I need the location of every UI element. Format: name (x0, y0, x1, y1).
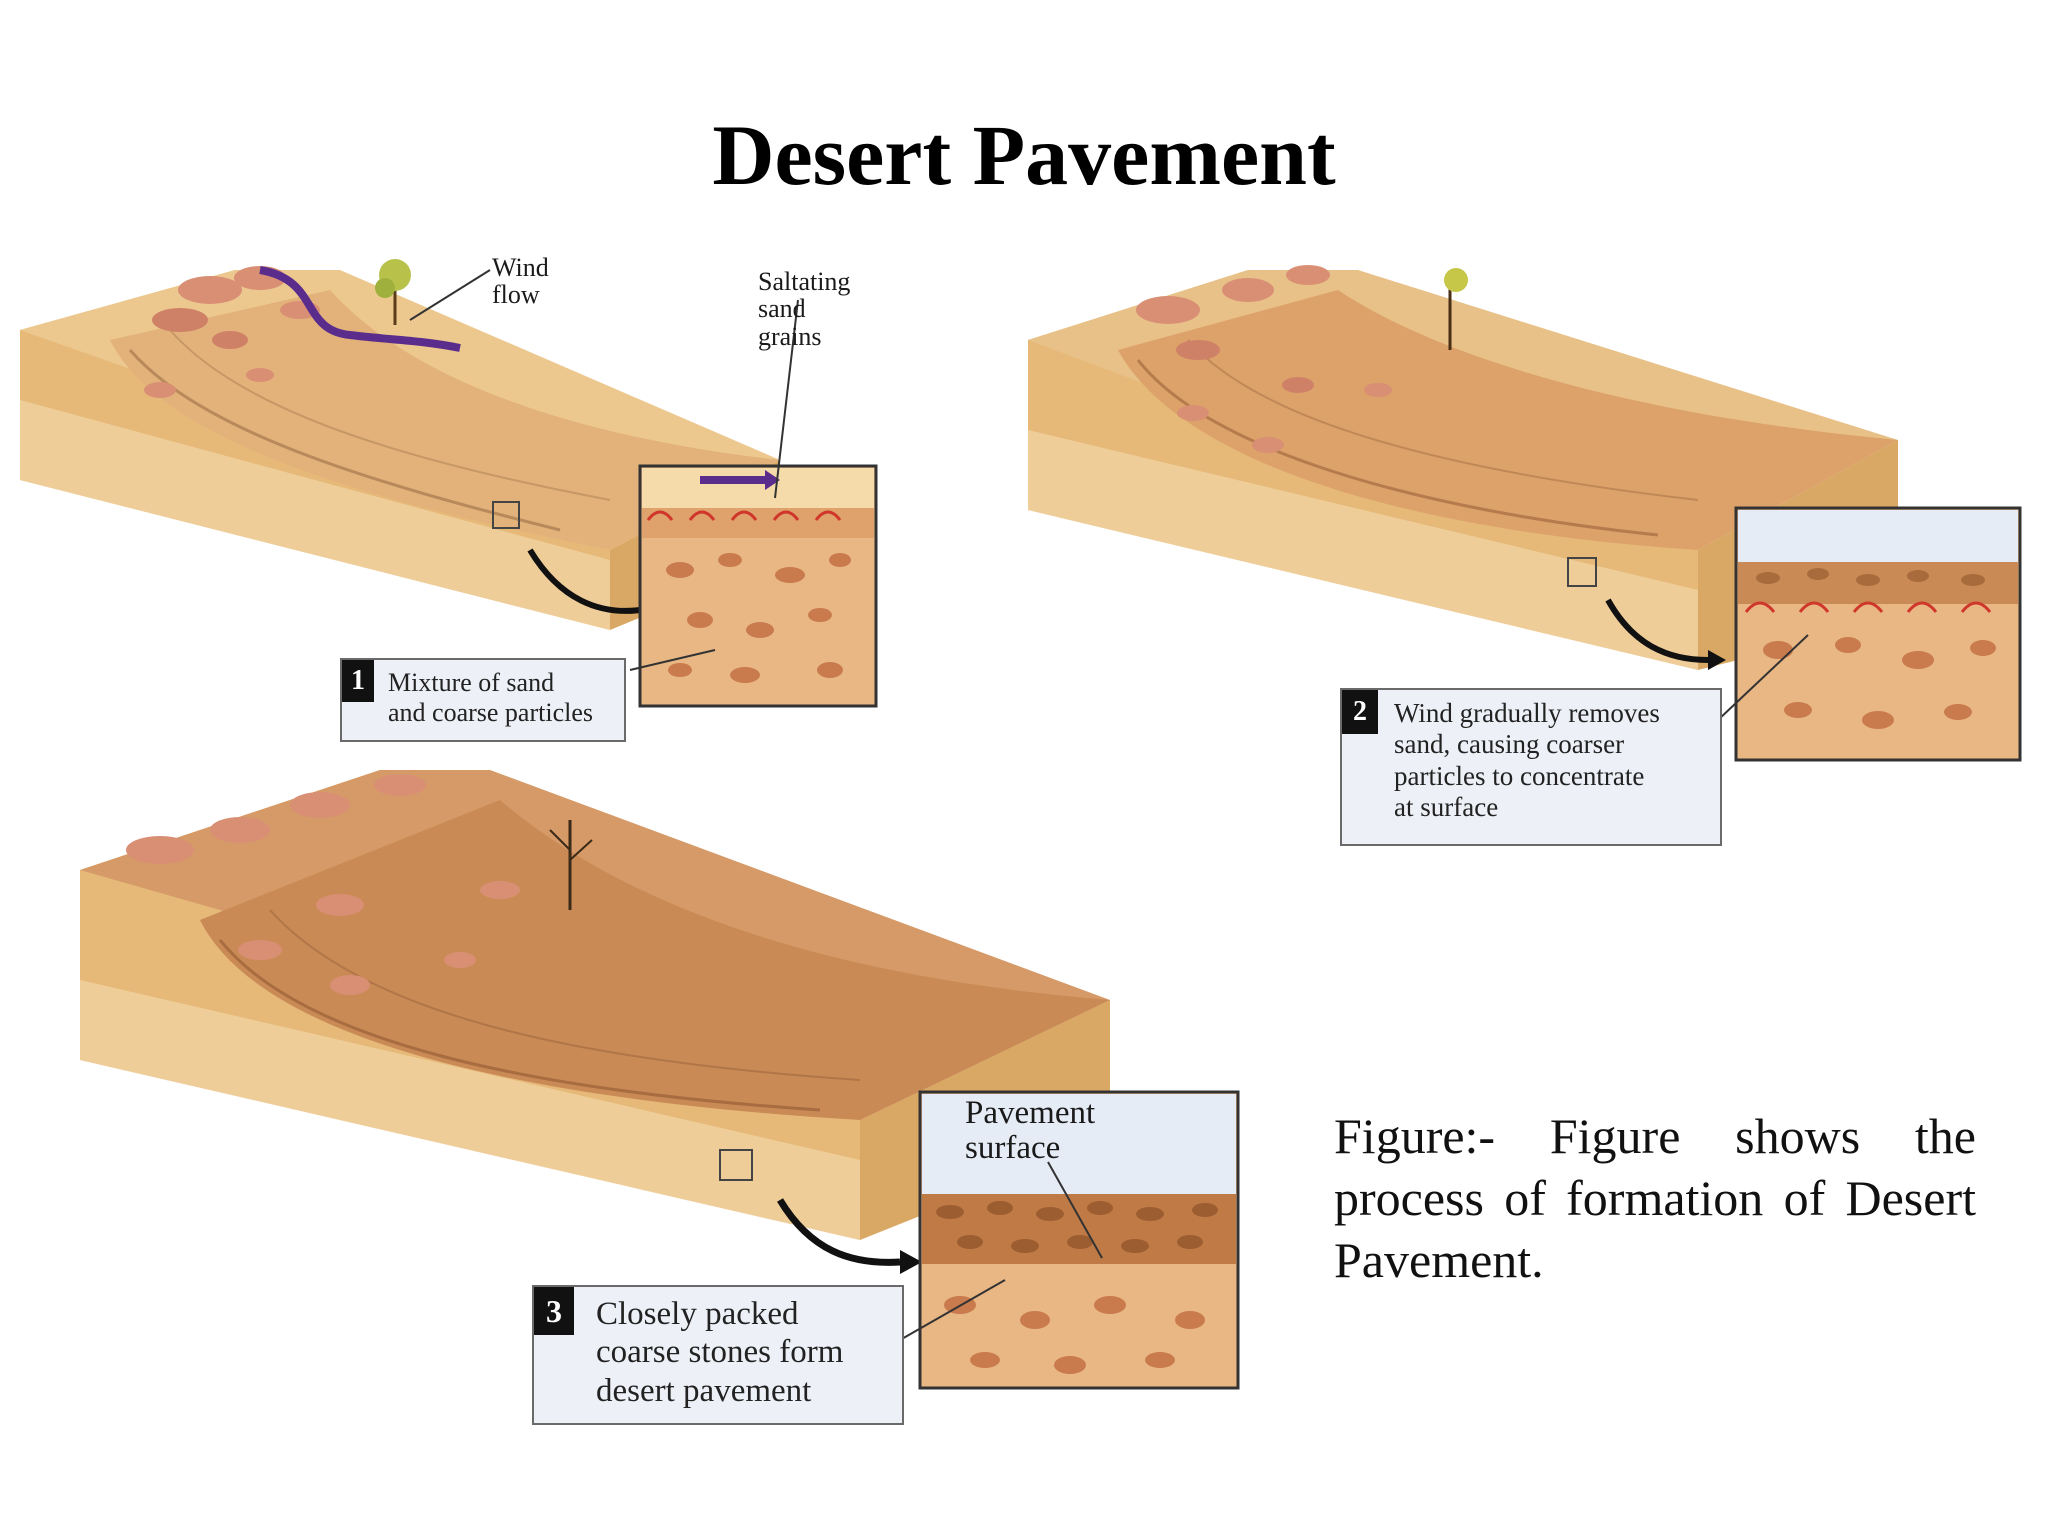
saltating-sand-grains-label: Saltating sand grains (758, 267, 851, 351)
step-1-caption-box: 1 Mixture of sand and coarse particles (340, 658, 626, 742)
page-title: Desert Pavement (712, 107, 1336, 203)
block-diagram-1 (20, 259, 878, 708)
step-3-caption-box: 3 Closely packed coarse stones form dese… (532, 1285, 904, 1425)
step-2-number: 2 (1342, 690, 1378, 734)
step-3-number: 3 (534, 1287, 574, 1335)
block-diagram-2 (1028, 265, 2022, 762)
step-1-caption: Mixture of sand and coarse particles (388, 668, 594, 728)
wind-flow-label: Wind flow (492, 253, 549, 310)
panel-step-2: 2 Wind gradually removes sand, causing c… (1018, 250, 2038, 850)
step-2-caption-box: 2 Wind gradually removes sand, causing c… (1340, 688, 1722, 846)
step-2-caption: Wind gradually removes sand, causing coa… (1394, 698, 1660, 822)
panel-step-3: Pavement surface 3 Closely packed coarse… (40, 760, 1300, 1450)
figure-caption: Figure:- Figure shows the process of for… (1334, 1108, 1976, 1288)
block-diagram-3 (80, 770, 1240, 1390)
step-3-caption: Closely packed coarse stones form desert… (596, 1296, 844, 1409)
panel-step-1: Wind flow Saltating sand grains 1 Mixtur… (0, 230, 900, 760)
step-1-number: 1 (342, 660, 374, 702)
pavement-surface-label: Pavement surface (965, 1095, 1096, 1166)
